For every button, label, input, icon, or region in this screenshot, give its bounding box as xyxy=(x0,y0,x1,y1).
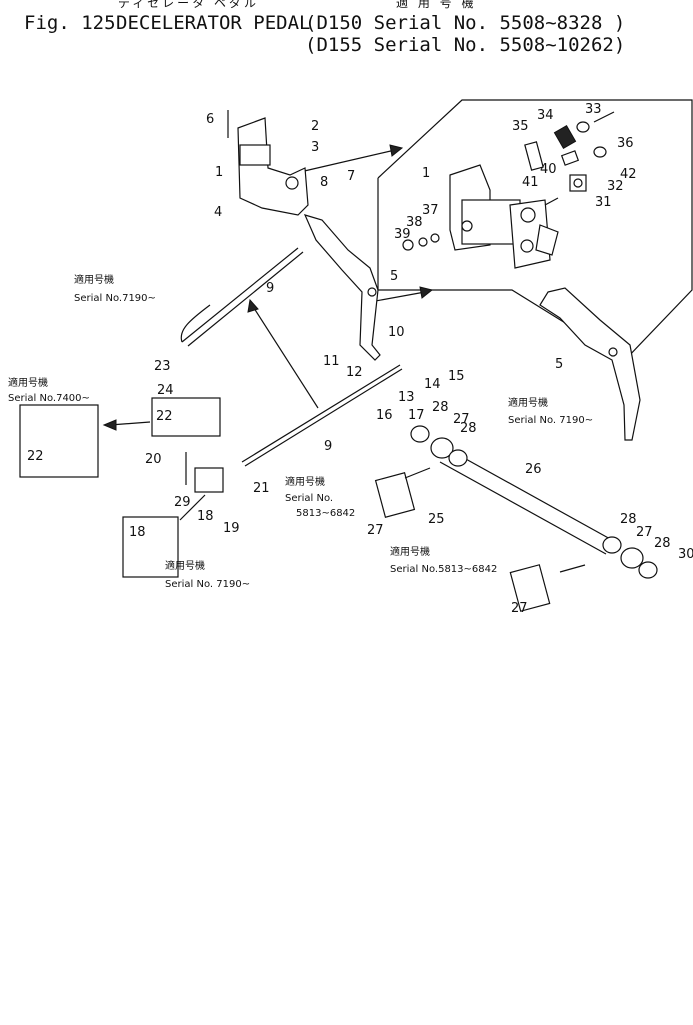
pedal-bracket xyxy=(227,110,309,216)
callout-12: 12 xyxy=(346,365,363,380)
shaft xyxy=(439,447,613,555)
callout-18: 18 xyxy=(197,509,214,524)
bushings xyxy=(410,425,658,579)
callout-22: 22 xyxy=(156,409,173,424)
callout-23: 23 xyxy=(154,359,171,374)
callout-5: 5 xyxy=(390,269,398,284)
leader-lines xyxy=(102,298,586,573)
callout-40: 40 xyxy=(540,162,557,177)
pedal-arm-detail xyxy=(539,287,641,441)
callout-6: 6 xyxy=(206,112,214,127)
serial-line-d155: (D155 Serial No. 5508~10262) xyxy=(305,34,626,56)
callout-27-right: 27 xyxy=(636,525,653,540)
note-applicable-6: 適用号機 xyxy=(390,545,430,558)
note-applicable-4: 適用号機 xyxy=(165,559,205,572)
callout-28: 28 xyxy=(432,400,449,415)
note-serial-no: Serial No. xyxy=(285,493,333,504)
callout-18-variant: 18 xyxy=(129,525,146,540)
serial-notes: 適用号機 Serial No.7190~ 適用号機 Serial No.7400… xyxy=(8,273,593,590)
callout-11: 11 xyxy=(323,354,340,369)
serial-line-d150: (D150 Serial No. 5508~8328 ) xyxy=(305,12,626,34)
figure-number: Fig. 125 xyxy=(24,12,116,34)
callout-14: 14 xyxy=(424,377,441,392)
callout-29: 29 xyxy=(174,495,191,510)
rod-main xyxy=(241,364,403,467)
callout-35: 35 xyxy=(512,119,529,134)
callout-4: 4 xyxy=(214,205,222,220)
callout-9: 9 xyxy=(266,281,274,296)
callout-36: 36 xyxy=(617,136,634,151)
callout-15: 15 xyxy=(448,369,465,384)
note-serial-7190-b: Serial No. 7190~ xyxy=(165,579,250,590)
callout-39: 39 xyxy=(394,227,411,242)
callout-41: 41 xyxy=(522,175,539,190)
callout-27: 27 xyxy=(453,412,470,427)
callout-5-inset: 5 xyxy=(555,357,563,372)
callout-10: 10 xyxy=(388,325,405,340)
note-applicable-1: 適用号機 xyxy=(74,273,114,286)
callout-42: 42 xyxy=(620,167,637,182)
callout-13: 13 xyxy=(398,390,415,405)
callout-25: 25 xyxy=(428,512,445,527)
callout-16: 16 xyxy=(376,408,393,423)
callout-19: 19 xyxy=(223,521,240,536)
pedal-bracket-detail xyxy=(449,164,559,269)
callout-2: 2 xyxy=(311,119,319,134)
callout-9-rod: 9 xyxy=(324,439,332,454)
callout-1: 1 xyxy=(215,165,223,180)
japanese-applicable-label: 適 用 号 機 xyxy=(396,0,477,10)
pedal-arm xyxy=(303,214,381,361)
callout-1-inset: 1 xyxy=(422,166,430,181)
note-applicable-2: 適用号機 xyxy=(8,376,48,389)
note-range-5813: 5813~6842 xyxy=(296,508,355,519)
callout-3: 3 xyxy=(311,140,319,155)
callout-30: 30 xyxy=(678,547,693,562)
japanese-title: ディセレータ ペダル xyxy=(118,0,259,10)
callout-33: 33 xyxy=(585,102,602,117)
callout-27-variant-a: 27 xyxy=(367,523,384,538)
callout-21: 21 xyxy=(253,481,270,496)
figure-title: DECELERATOR PEDAL xyxy=(116,12,311,34)
note-serial-7400: Serial No.7400~ xyxy=(8,393,90,404)
callout-34: 34 xyxy=(537,108,554,123)
callout-32: 32 xyxy=(607,179,624,194)
detail-inset-frame xyxy=(377,99,693,361)
callout-28-right-b: 28 xyxy=(654,536,671,551)
callout-24: 24 xyxy=(157,383,174,398)
rod-upper xyxy=(180,247,304,347)
detail-small-parts xyxy=(402,111,615,251)
callout-22-variant: 22 xyxy=(27,449,44,464)
note-serial-5813: Serial No.5813~6842 xyxy=(390,564,497,575)
callout-37: 37 xyxy=(422,203,439,218)
note-applicable-3: 適用号機 xyxy=(285,475,325,488)
callout-17: 17 xyxy=(408,408,425,423)
bushing-callout-frames xyxy=(19,397,551,612)
callout-28-right-a: 28 xyxy=(620,512,637,527)
callout-7: 7 xyxy=(347,169,355,184)
callout-8: 8 xyxy=(320,175,328,190)
callout-28-left-b: 28 xyxy=(460,421,477,436)
callout-31: 31 xyxy=(595,195,612,210)
callout-27-variant-b: 27 xyxy=(511,601,528,616)
arrow-to-inset xyxy=(299,144,434,303)
note-serial-7190-c: Serial No. 7190~ xyxy=(508,415,593,426)
callout-26: 26 xyxy=(525,462,542,477)
callout-38: 38 xyxy=(406,215,423,230)
note-serial-7190-a: Serial No.7190~ xyxy=(74,293,156,304)
callout-numbers: 1 2 3 4 5 6 7 8 9 10 11 12 13 14 15 16 1… xyxy=(27,102,693,616)
note-applicable-5: 適用号機 xyxy=(508,396,548,409)
callout-20: 20 xyxy=(145,452,162,467)
